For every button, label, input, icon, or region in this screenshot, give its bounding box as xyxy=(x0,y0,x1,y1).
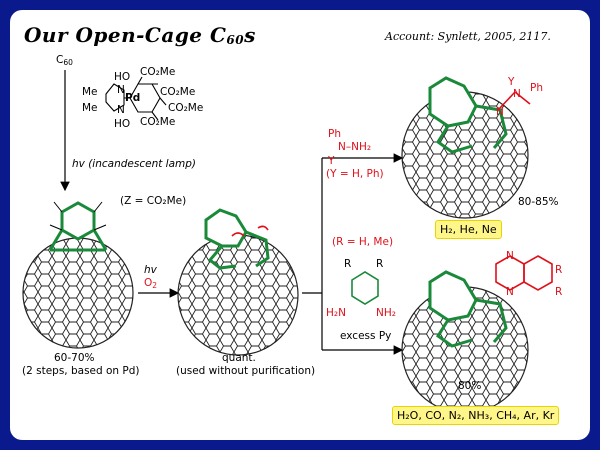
hydrazine-n: N–NH₂ xyxy=(338,141,372,153)
c60-label: C60 xyxy=(56,54,73,67)
r-definition: (R = H, Me) xyxy=(332,236,394,248)
hydrazine-ph: Ph xyxy=(328,128,341,140)
n-top-label: N xyxy=(117,84,125,96)
diamine-nh2-left: H₂N xyxy=(326,307,346,319)
fullerene-product-bottom xyxy=(401,255,553,414)
z-definition: (Z = CO₂Me) xyxy=(120,195,187,207)
co2me-label-3: CO₂Me xyxy=(168,102,204,114)
reaction-scheme xyxy=(22,70,553,414)
o2-reagent: O2 xyxy=(144,277,158,290)
diamine-ring xyxy=(351,271,379,305)
top-product-ph: Ph xyxy=(530,82,543,94)
left-yield-note: (2 steps, based on Pd) xyxy=(22,365,140,377)
account-citation: Account: Synlett, 2005, 2117. xyxy=(385,30,551,43)
diamine-nh2-right: NH₂ xyxy=(376,307,396,319)
fullerene-open-middle xyxy=(177,208,299,356)
bottom-gases-box: H₂O, CO, N₂, NH₃, CH₄, Ar, Kr xyxy=(392,406,560,425)
bottom-yield: 80% xyxy=(458,380,482,392)
me-bottom-label: Me xyxy=(82,102,98,114)
co2me-label-2: CO₂Me xyxy=(160,86,196,98)
top-product-n: N xyxy=(513,88,521,100)
fullerene-product-top xyxy=(401,76,531,219)
branch-arrows xyxy=(302,153,404,355)
bottom-product-r2: R xyxy=(555,286,563,298)
y-definition: (Y = H, Ph) xyxy=(326,168,384,180)
n-bottom-label: N xyxy=(117,104,125,116)
bottom-product-n1: N xyxy=(506,250,514,262)
top-gases-box: H₂, He, Ne xyxy=(435,220,502,239)
fullerene-adduct xyxy=(22,201,134,349)
pd-label: Pd xyxy=(125,92,141,104)
diamine-r1: R xyxy=(344,258,352,270)
hydrazine-y: Y xyxy=(328,155,335,167)
slide: Our Open-Cage C60s Account: Synlett, 200… xyxy=(10,10,590,440)
co2me-label-1: CO₂Me xyxy=(140,66,176,78)
left-yield: 60-70% xyxy=(54,352,95,364)
ho-bottom-label: HO xyxy=(114,118,131,130)
top-yield: 80-85% xyxy=(518,196,559,208)
hv-lamp-condition: hv (incandescent lamp) xyxy=(72,158,197,170)
ho-top-label: HO xyxy=(114,71,131,83)
top-product-n2: N xyxy=(496,106,504,118)
bottom-product-r1: R xyxy=(555,264,563,276)
middle-yield-note: (used without purification) xyxy=(176,365,316,377)
slide-title: Our Open-Cage C60s xyxy=(24,23,256,47)
me-top-label: Me xyxy=(82,86,98,98)
co2me-label-4: CO₂Me xyxy=(140,116,176,128)
excess-py: excess Py xyxy=(340,330,392,342)
diamine-r2: R xyxy=(376,258,384,270)
hv-second-condition: hv xyxy=(144,264,157,276)
top-product-y: Y xyxy=(508,76,515,88)
middle-yield: quant. xyxy=(222,352,256,364)
bottom-product-n2: N xyxy=(506,286,514,298)
pd-complex-structure xyxy=(105,76,167,121)
